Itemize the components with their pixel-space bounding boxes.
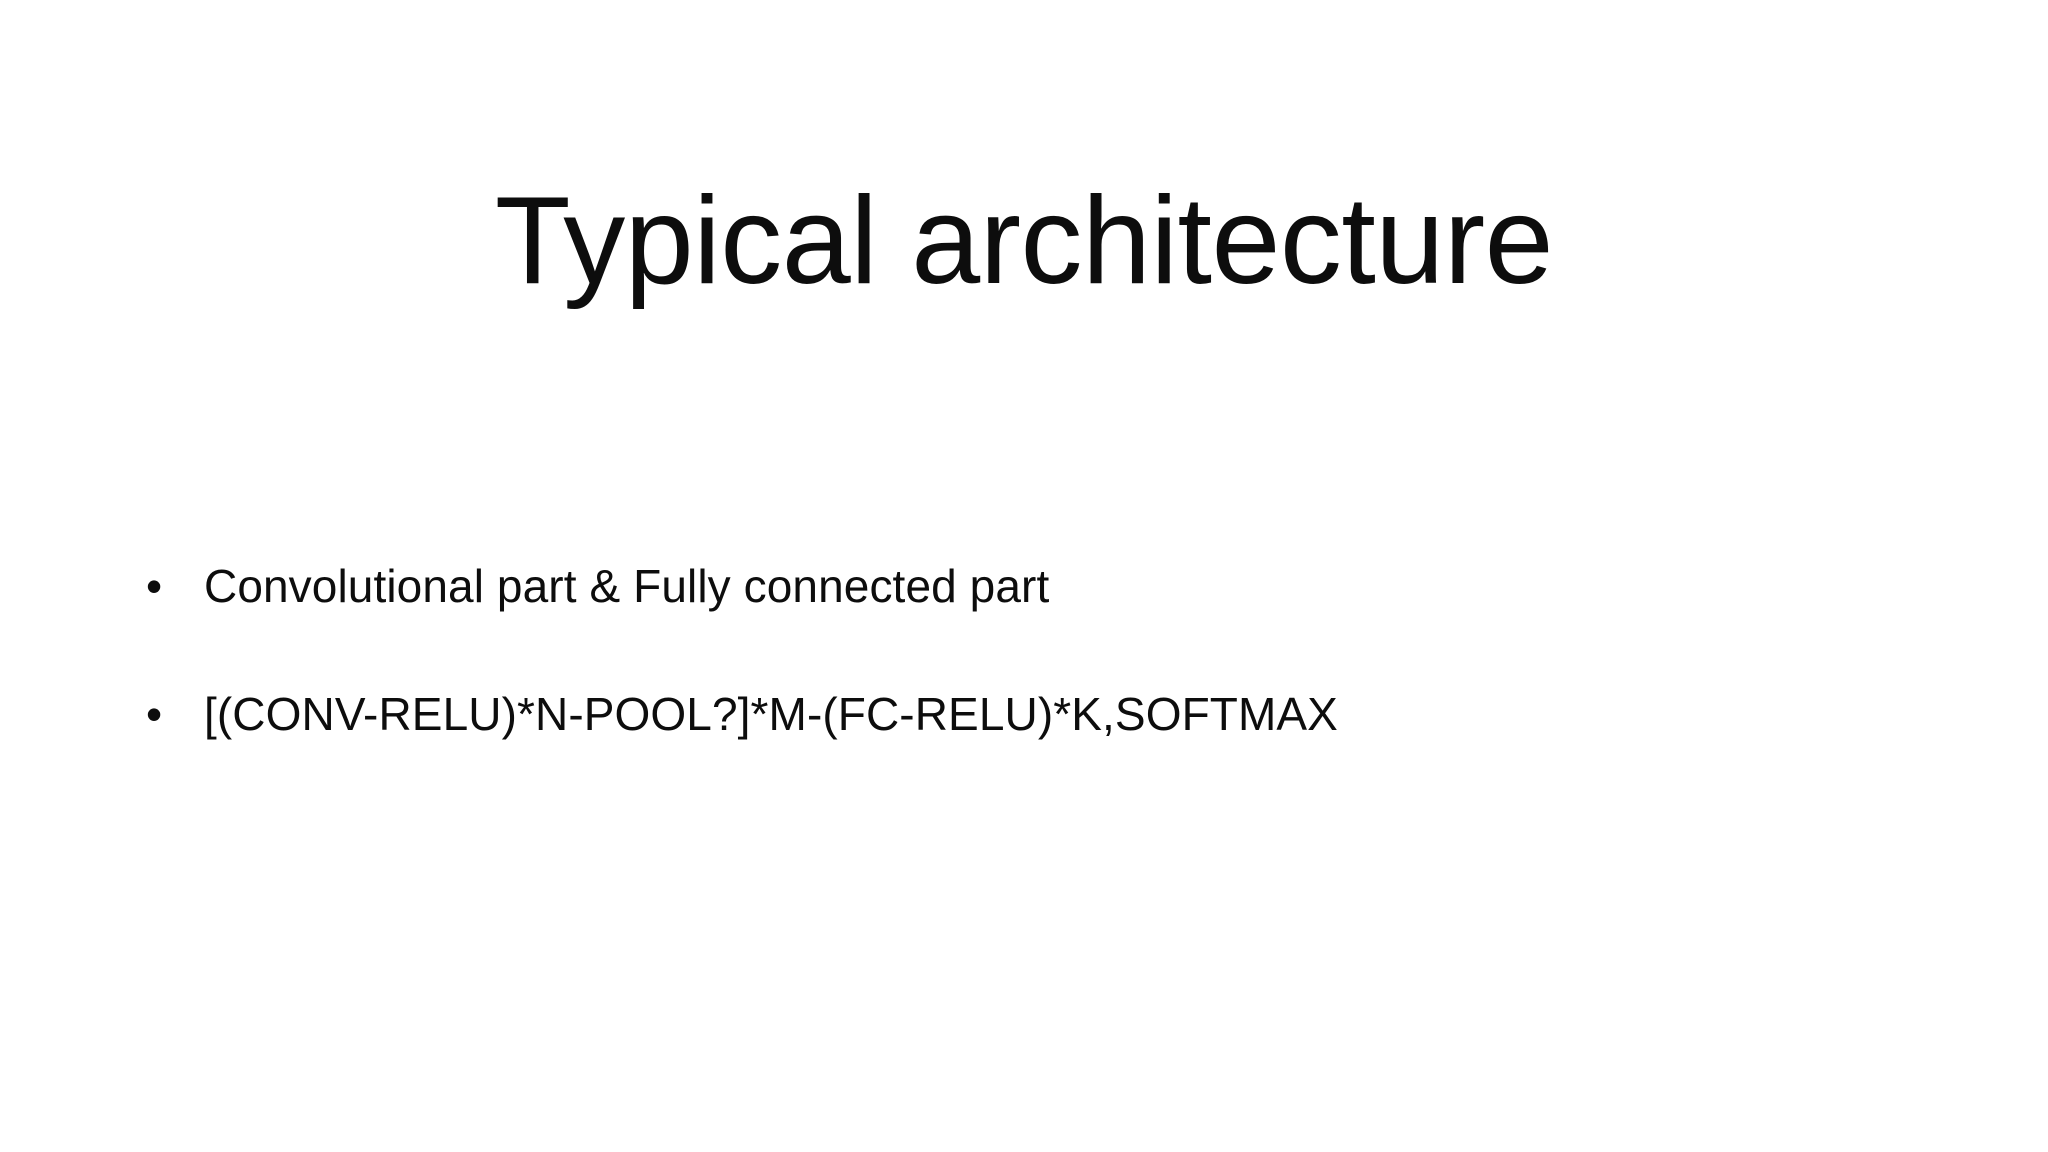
bullet-list-item: • Convolutional part & Fully connected p…: [132, 552, 1932, 620]
bullet-point-icon: •: [146, 688, 163, 740]
slide-body-bullet-list: • Convolutional part & Fully connected p…: [132, 552, 1932, 748]
bullet-point-icon: •: [146, 560, 163, 612]
slide-title: Typical architecture: [494, 172, 1554, 311]
bullet-item-text: [(CONV-RELU)*N-POOL?]*M-(FC-RELU)*K,SOFT…: [204, 688, 1338, 740]
bullet-item-text: Convolutional part & Fully connected par…: [204, 560, 1050, 612]
bullet-list-item: • [(CONV-RELU)*N-POOL?]*M-(FC-RELU)*K,SO…: [132, 680, 1932, 748]
